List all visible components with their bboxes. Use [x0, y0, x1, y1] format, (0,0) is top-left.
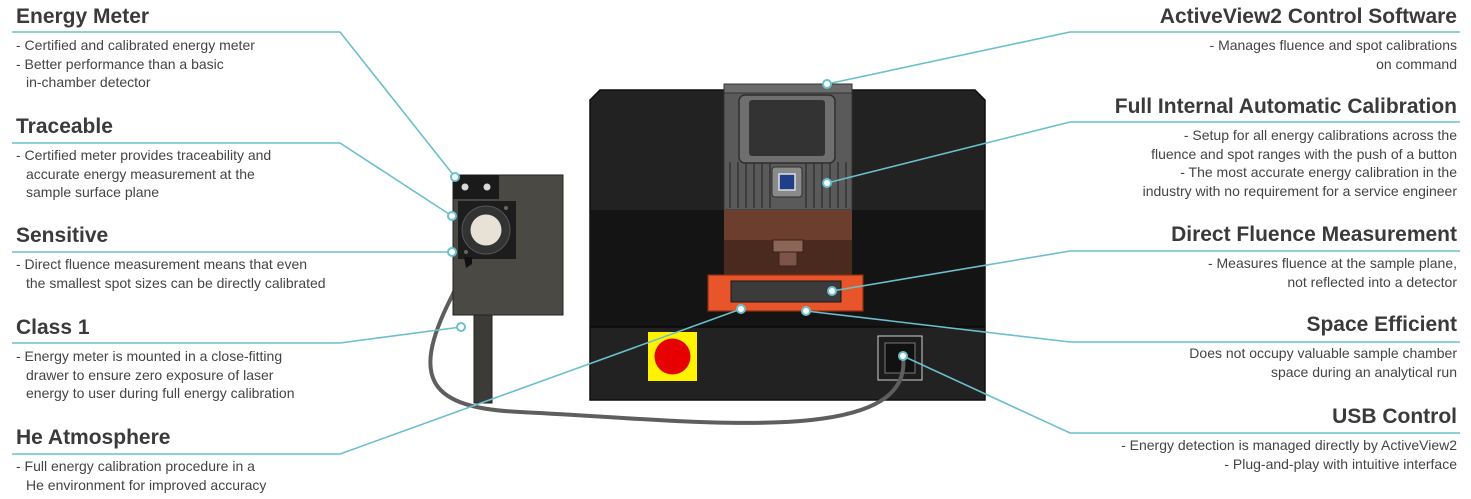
feature-description: - Direct fluence measurement means that … — [16, 255, 326, 292]
energy-meter-mount — [453, 175, 499, 199]
feature-line: sample surface plane — [26, 184, 160, 200]
feature-class-1: Class 1 - Energy meter is mounted in a c… — [16, 316, 295, 403]
sensor-disc — [470, 214, 502, 246]
feature-line: not reflected into a detector — [1287, 273, 1457, 290]
feature-line: Does not occupy valuable sample chamber — [1189, 345, 1457, 361]
feature-he-atmosphere: He Atmosphere - Full energy calibration … — [16, 426, 266, 494]
feature-line: space during an analytical run — [1270, 363, 1457, 380]
feature-line: drawer to ensure zero exposure of laser — [26, 366, 274, 383]
sample-stage-stem — [778, 251, 798, 267]
feature-title: He Atmosphere — [16, 426, 171, 449]
feature-line: in-chamber detector — [26, 74, 151, 90]
sensor-screw-bl — [464, 250, 468, 254]
callout-line-usb-control — [902, 355, 1460, 434]
callout-line-direct-fluence — [831, 250, 1460, 292]
sensor-screw-tr — [504, 206, 508, 210]
feature-title: Sensitive — [16, 224, 109, 247]
feature-full-internal-automatic-calibration: Full Internal Automatic Calibration - Se… — [1115, 95, 1457, 200]
feature-line: - Better performance than a basic — [16, 55, 224, 72]
instrument — [589, 83, 986, 401]
feature-line: - Manages fluence and spot calibrations — [1209, 37, 1457, 53]
callout-dot-usb-control — [898, 351, 908, 361]
callout-dot-sensitive — [447, 247, 457, 257]
callout-line-he-atmosphere — [12, 308, 742, 455]
feature-description: - Certified meter provides traceability … — [16, 146, 271, 202]
usb-cable — [428, 253, 906, 425]
feature-sensitive: Sensitive - Direct fluence measurement m… — [16, 224, 326, 292]
callout-dot-he-atmosphere — [736, 304, 746, 314]
feature-title: USB Control — [1332, 405, 1457, 428]
callout-dot-auto-calibration — [822, 178, 832, 188]
feature-title: ActiveView2 Control Software — [1159, 5, 1457, 28]
feature-line: on command — [1376, 55, 1457, 72]
callout-line-class-1 — [12, 326, 462, 344]
feature-line: energy to user during full energy calibr… — [26, 385, 295, 401]
feature-description: - Manages fluence and spot calibrations … — [1160, 36, 1457, 73]
feature-line: the smallest spot sizes can be directly … — [26, 274, 326, 291]
feature-line: - Energy meter is mounted in a close-fit… — [16, 348, 283, 364]
left-callouts — [12, 31, 746, 455]
feature-line: - The most accurate energy calibration i… — [1180, 164, 1457, 180]
callout-line-activeview2 — [826, 31, 1460, 85]
feature-description: - Energy meter is mounted in a close-fit… — [16, 347, 295, 403]
callout-dot-energy-meter — [450, 172, 460, 182]
feature-line: industry with no requirement for a servi… — [1142, 182, 1457, 199]
feature-description: - Certified and calibrated energy meter … — [16, 36, 255, 92]
feature-line: - Full energy calibration procedure in a — [16, 458, 255, 474]
emergency-stop-button — [654, 338, 691, 375]
callout-line-auto-calibration — [826, 121, 1460, 184]
feature-line: - Direct fluence measurement means that … — [16, 256, 308, 272]
feature-line: - Measures fluence at the sample plane, — [1207, 255, 1457, 271]
callout-line-energy-meter — [12, 31, 456, 178]
feature-space-efficient: Space Efficient Does not occupy valuable… — [1189, 313, 1457, 381]
feature-line: - Plug-and-play with intuitive interface — [1224, 455, 1457, 472]
callout-line-traceable — [12, 142, 453, 217]
feature-description: Does not occupy valuable sample chamber … — [1189, 344, 1457, 381]
callout-dot-activeview2 — [822, 79, 832, 89]
camera-lens — [778, 173, 796, 191]
sample-stage-top — [772, 239, 804, 253]
chamber-upper — [724, 210, 852, 240]
feature-direct-fluence-measurement: Direct Fluence Measurement - Measures fl… — [1171, 223, 1457, 291]
camera-housing-ribs — [729, 162, 847, 208]
camera-window — [749, 100, 825, 156]
feature-title: Direct Fluence Measurement — [1171, 223, 1457, 246]
feature-description: - Energy detection is managed directly b… — [1121, 436, 1457, 473]
feature-line: fluence and spot ranges with the push of… — [1151, 145, 1457, 162]
feature-activeview2-control-software: ActiveView2 Control Software - Manages f… — [1160, 5, 1457, 73]
sensor-connector — [464, 257, 472, 268]
callout-line-space-efficient — [805, 310, 1460, 343]
mount-screw-left — [461, 183, 469, 191]
mount-screw-right — [483, 183, 491, 191]
feature-title: Energy Meter — [16, 5, 150, 28]
feature-traceable: Traceable - Certified meter provides tra… — [16, 115, 271, 202]
drawer-window — [730, 280, 842, 303]
feature-line: accurate energy measurement at the — [26, 165, 255, 182]
feature-description: - Full energy calibration procedure in a… — [16, 457, 266, 494]
feature-description: - Setup for all energy calibrations acro… — [1115, 126, 1457, 200]
feature-usb-control: USB Control - Energy detection is manage… — [1121, 405, 1457, 473]
feature-line: - Energy detection is managed directly b… — [1121, 437, 1457, 453]
callout-dot-class-1 — [456, 322, 466, 332]
energy-meter — [452, 174, 564, 404]
feature-title: Traceable — [16, 115, 113, 138]
feature-title: Class 1 — [16, 316, 90, 339]
callout-dot-traceable — [447, 211, 457, 221]
feature-line: - Certified and calibrated energy meter — [16, 37, 255, 53]
right-callouts — [801, 31, 1460, 434]
feature-title: Space Efficient — [1306, 313, 1457, 336]
feature-line: - Certified meter provides traceability … — [16, 147, 272, 163]
feature-description: - Measures fluence at the sample plane, … — [1171, 254, 1457, 291]
callout-dot-space-efficient — [801, 306, 811, 316]
feature-title: Full Internal Automatic Calibration — [1114, 95, 1457, 118]
feature-energy-meter: Energy Meter - Certified and calibrated … — [16, 5, 255, 92]
feature-line: He environment for improved accuracy — [26, 476, 267, 493]
callout-dot-direct-fluence — [827, 286, 837, 296]
feature-line: - Setup for all energy calibrations acro… — [1183, 127, 1457, 143]
